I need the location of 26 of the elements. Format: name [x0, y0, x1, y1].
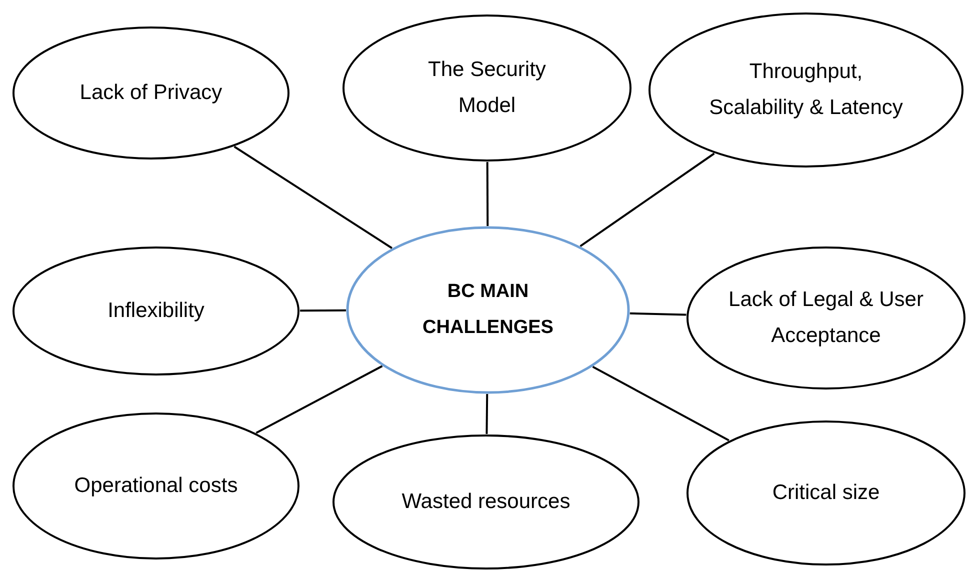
connector-line	[256, 365, 383, 434]
connector-line	[630, 312, 686, 316]
central-ellipse	[346, 226, 630, 394]
connector-line	[486, 162, 489, 226]
challenge-ellipse	[686, 246, 966, 390]
challenge-label: Inflexibility	[108, 298, 204, 324]
challenge-label: Lack of Legal & User Acceptance	[728, 287, 924, 349]
challenge-label: Throughput, Scalability & Latency	[708, 59, 904, 121]
challenge-ellipse	[648, 12, 964, 168]
challenge-ellipse	[686, 420, 966, 566]
connector-line	[580, 152, 715, 247]
challenge-label: Operational costs	[74, 473, 238, 499]
challenge-label: Wasted resources	[402, 489, 570, 515]
challenge-ellipse	[342, 14, 632, 162]
challenge-ellipse	[332, 434, 640, 570]
challenge-label: Critical size	[772, 480, 880, 506]
connector-line	[486, 394, 488, 434]
center-title: BC MAIN CHALLENGES	[422, 280, 554, 340]
challenge-ellipse	[12, 412, 300, 560]
challenge-ellipse	[12, 246, 300, 376]
connector-line	[234, 146, 392, 249]
connector-line	[592, 366, 730, 442]
challenge-label: The Security Model	[427, 57, 547, 119]
challenge-label: Lack of Privacy	[80, 80, 222, 106]
connector-line	[300, 309, 346, 312]
challenge-ellipse	[12, 26, 290, 160]
